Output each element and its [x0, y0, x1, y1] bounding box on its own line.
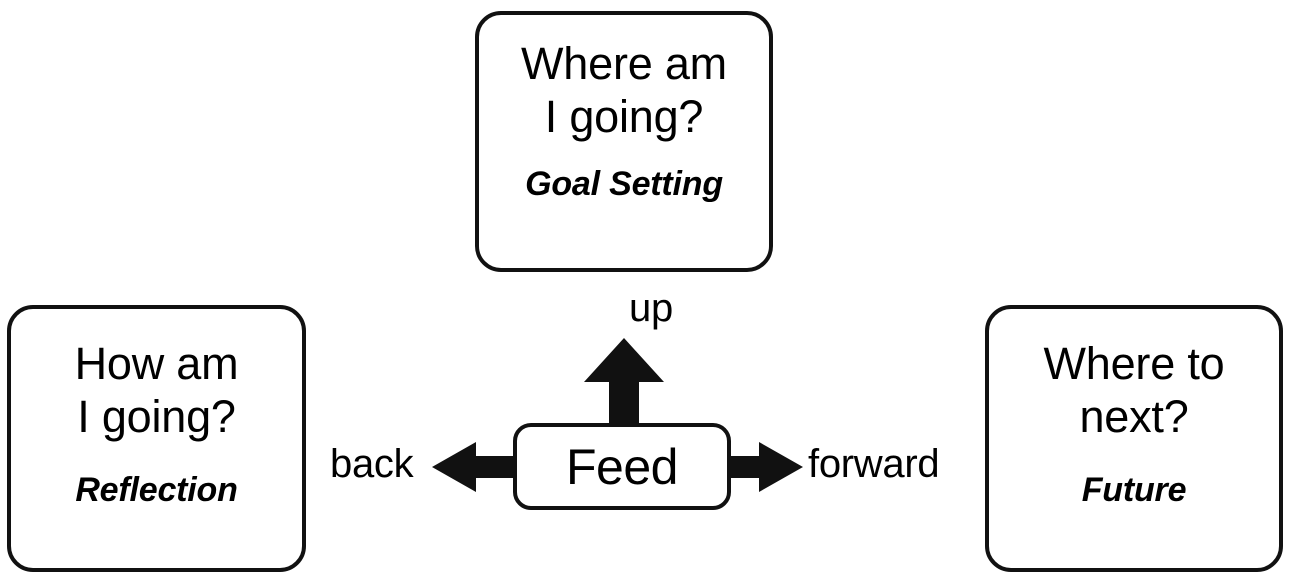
box-goal-setting: Where am I going? Goal Setting — [475, 11, 773, 272]
box-reflection-subtitle: Reflection — [75, 471, 238, 510]
box-goal-setting-question: Where am I going? — [521, 38, 727, 143]
arrow-label-back: back — [330, 442, 414, 486]
box-future-question: Where to next? — [1043, 338, 1225, 443]
box-reflection: How am I going? Reflection — [7, 305, 306, 572]
box-feed-label: Feed — [566, 438, 678, 495]
arrow-right-icon — [727, 442, 803, 492]
box-reflection-question: How am I going? — [74, 338, 239, 443]
arrow-label-up: up — [629, 286, 673, 330]
arrow-label-forward: forward — [808, 442, 940, 486]
box-feed: Feed — [513, 423, 731, 510]
arrow-left-icon — [432, 442, 520, 492]
box-future-subtitle: Future — [1081, 471, 1187, 510]
arrow-up-icon — [584, 338, 664, 428]
box-future: Where to next? Future — [985, 305, 1283, 572]
box-goal-setting-subtitle: Goal Setting — [525, 165, 723, 204]
